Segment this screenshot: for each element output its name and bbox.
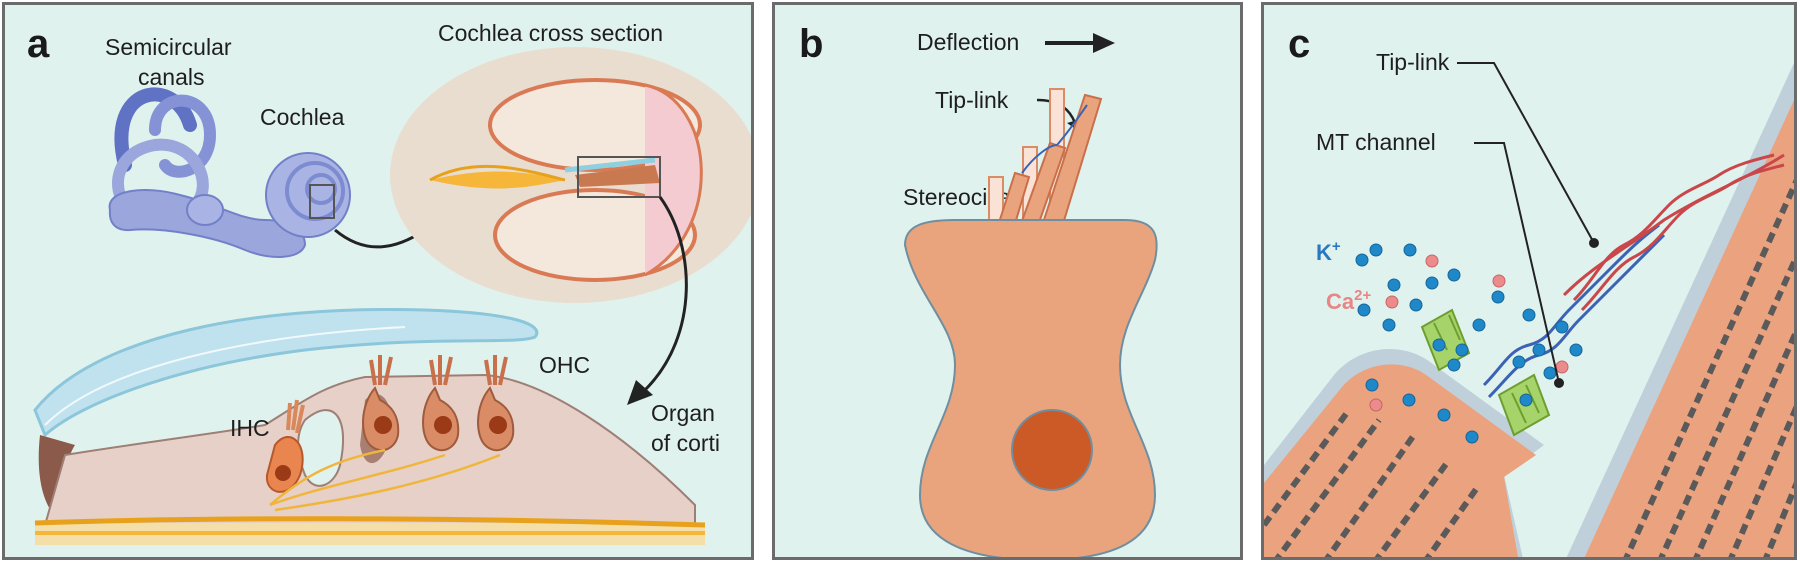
tip-link-callout-line xyxy=(1457,62,1599,248)
tip-link-label: Tip-link xyxy=(1376,49,1450,75)
panel-c: c xyxy=(1261,2,1797,560)
calcium-charge: 2+ xyxy=(1354,287,1371,304)
tall-stereocilium xyxy=(1566,63,1794,557)
tip-link-label: Tip-link xyxy=(935,87,1009,113)
panel-b: b Deflection Tip-link Stereocilia xyxy=(772,2,1243,560)
inner-ear-illustration xyxy=(108,87,351,258)
potassium-symbol: K xyxy=(1316,240,1332,265)
panel-a-label: a xyxy=(27,22,50,66)
panel-c-label: c xyxy=(1288,22,1310,66)
potassium-label: K+ xyxy=(1316,238,1341,265)
semicircular-canals-label-line1: Semicircular xyxy=(105,34,232,60)
panel-c-illustration: c xyxy=(1264,22,1794,557)
potassium-ions xyxy=(1355,243,1583,444)
hair-cell[interactable] xyxy=(903,219,1158,560)
inner-hair-cell xyxy=(265,435,304,493)
ihc-label: IHC xyxy=(230,415,270,441)
organ-of-corti-illustration xyxy=(33,308,706,545)
mt-channel-left xyxy=(1420,308,1471,372)
calcium-label: Ca2+ xyxy=(1326,287,1371,314)
panel-b-label: b xyxy=(799,22,823,66)
organ-of-corti-label-line2: of corti xyxy=(651,430,720,456)
cochlea-selection-box xyxy=(309,184,335,219)
panel-a: a Semicircular canals Cochlea Cochlea cr… xyxy=(2,2,754,560)
calcium-ions xyxy=(1369,254,1569,412)
cochlea-cross-section-illustration xyxy=(390,47,751,303)
ohc-label: OHC xyxy=(539,352,590,378)
cross-section-label: Cochlea cross section xyxy=(438,20,663,46)
stereocilia-bundle xyxy=(988,88,1103,239)
deflection-arrow xyxy=(1045,33,1115,53)
organ-selection-box xyxy=(577,156,661,198)
tip-link-filaments xyxy=(1482,153,1785,399)
calcium-symbol: Ca xyxy=(1326,289,1355,314)
short-stereocilium xyxy=(1264,349,1544,557)
organ-of-corti-label-line1: Organ xyxy=(651,400,715,426)
arrow-to-organ-of-corti xyxy=(627,196,688,405)
mt-channel-label: MT channel xyxy=(1316,129,1436,155)
semicircular-canals-label-line2: canals xyxy=(138,64,204,90)
cochlea-label: Cochlea xyxy=(260,104,345,130)
mt-channel-callout-line xyxy=(1474,142,1564,388)
deflection-label: Deflection xyxy=(917,29,1019,55)
panel-b-illustration: b Deflection Tip-link Stereocilia xyxy=(799,22,1158,560)
potassium-charge: + xyxy=(1332,238,1341,255)
panel-a-illustration: a Semicircular canals Cochlea Cochlea cr… xyxy=(27,20,751,545)
nucleus xyxy=(1011,409,1093,491)
